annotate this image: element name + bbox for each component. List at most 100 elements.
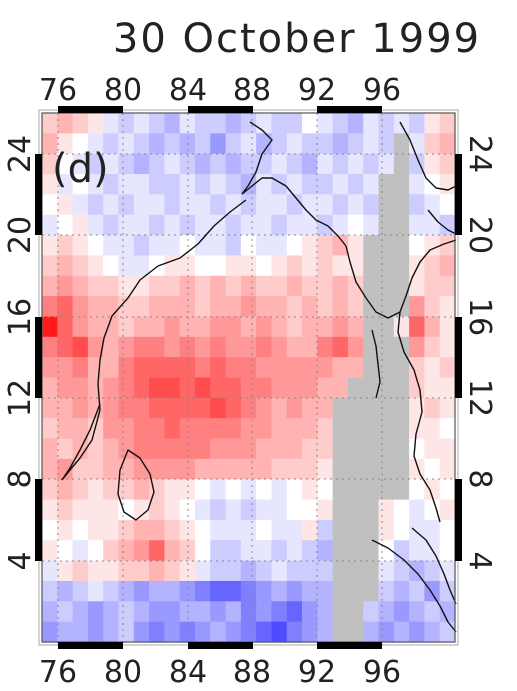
anomaly-cell bbox=[409, 174, 426, 195]
anomaly-cell bbox=[240, 499, 257, 521]
anomaly-cell bbox=[317, 458, 334, 480]
anomaly-cell bbox=[317, 621, 334, 643]
anomaly-cell bbox=[194, 357, 211, 379]
anomaly-cell bbox=[210, 540, 227, 562]
anomaly-cell bbox=[72, 418, 89, 440]
left-bar-segment-1 bbox=[35, 154, 42, 235]
anomaly-cell bbox=[302, 601, 318, 623]
anomaly-cell bbox=[347, 479, 364, 501]
anomaly-cell bbox=[347, 357, 364, 379]
anomaly-cell bbox=[179, 519, 196, 541]
anomaly-cell bbox=[393, 479, 410, 501]
anomaly-cell bbox=[210, 357, 227, 379]
anomaly-cell bbox=[271, 214, 288, 236]
anomaly-cell bbox=[210, 235, 227, 257]
anomaly-cell bbox=[317, 296, 334, 318]
anomaly-cell bbox=[210, 377, 227, 399]
anomaly-cell bbox=[210, 479, 227, 501]
anomaly-cell bbox=[439, 174, 456, 195]
anomaly-cell bbox=[72, 194, 89, 216]
anomaly-cell bbox=[439, 499, 456, 521]
anomaly-cell bbox=[256, 580, 273, 602]
anomaly-cell bbox=[256, 275, 273, 297]
anomaly-cell bbox=[72, 296, 89, 318]
anomaly-cell bbox=[164, 296, 181, 318]
anomaly-cell bbox=[378, 316, 395, 338]
anomaly-cell bbox=[317, 397, 334, 419]
anomaly-cell bbox=[347, 194, 364, 216]
anomaly-cell bbox=[286, 235, 303, 257]
anomaly-cell bbox=[256, 560, 273, 582]
anomaly-cell bbox=[149, 540, 165, 562]
map-title: 30 October 1999 bbox=[113, 16, 481, 62]
anomaly-cell bbox=[332, 499, 349, 521]
lon-label-top-96: 96 bbox=[363, 73, 401, 108]
anomaly-cell bbox=[164, 519, 181, 541]
anomaly-cell bbox=[42, 540, 58, 562]
anomaly-cell bbox=[393, 255, 410, 277]
anomaly-cell bbox=[302, 580, 318, 602]
anomaly-cell bbox=[363, 601, 380, 623]
anomaly-cell bbox=[286, 174, 303, 195]
anomaly-cell bbox=[210, 214, 227, 236]
anomaly-cell bbox=[194, 214, 211, 236]
anomaly-cell bbox=[225, 580, 242, 602]
anomaly-cell bbox=[72, 499, 89, 521]
anomaly-cell bbox=[378, 479, 395, 501]
anomaly-cell bbox=[72, 560, 89, 582]
anomaly-cell bbox=[72, 316, 89, 338]
anomaly-cell bbox=[164, 336, 181, 358]
coastline-malay-peninsula bbox=[411, 527, 457, 605]
anomaly-cell bbox=[42, 174, 58, 195]
anomaly-cell bbox=[72, 275, 89, 297]
anomaly-cell bbox=[286, 296, 303, 318]
anomaly-cell bbox=[378, 153, 395, 175]
anomaly-cell bbox=[118, 153, 135, 175]
anomaly-cell bbox=[118, 255, 135, 277]
anomaly-cell bbox=[271, 438, 288, 460]
anomaly-cell bbox=[286, 580, 303, 602]
anomaly-cell bbox=[378, 601, 395, 623]
anomaly-cell bbox=[317, 377, 334, 399]
anomaly-cell bbox=[57, 316, 74, 338]
anomaly-cell bbox=[133, 621, 150, 643]
anomaly-cell bbox=[256, 133, 273, 155]
anomaly-cell bbox=[424, 194, 441, 216]
anomaly-cell bbox=[409, 580, 426, 602]
anomaly-cell bbox=[210, 316, 227, 338]
anomaly-cell bbox=[409, 397, 426, 419]
anomaly-cell bbox=[332, 580, 349, 602]
anomaly-cell bbox=[42, 214, 58, 236]
anomaly-cell bbox=[118, 275, 135, 297]
anomaly-cell bbox=[347, 174, 364, 195]
anomaly-cell bbox=[271, 153, 288, 175]
anomaly-cell bbox=[194, 336, 211, 358]
anomaly-cell bbox=[409, 377, 426, 399]
anomaly-cell bbox=[194, 296, 211, 318]
anomaly-cell bbox=[302, 174, 318, 195]
anomaly-cell bbox=[286, 560, 303, 582]
bottom-bar-segment-2 bbox=[188, 642, 253, 649]
anomaly-cell bbox=[256, 438, 273, 460]
anomaly-cell bbox=[363, 235, 380, 257]
anomaly-cell bbox=[87, 357, 104, 379]
anomaly-cell bbox=[210, 174, 227, 195]
anomaly-cell bbox=[42, 153, 58, 175]
anomaly-cell bbox=[271, 194, 288, 216]
anomaly-cell bbox=[363, 255, 380, 277]
anomaly-cell bbox=[286, 397, 303, 419]
anomaly-cell bbox=[347, 113, 364, 134]
anomaly-cell bbox=[72, 174, 89, 195]
anomaly-cell bbox=[194, 438, 211, 460]
anomaly-cell bbox=[439, 275, 456, 297]
anomaly-cell bbox=[103, 519, 120, 541]
anomaly-cell bbox=[103, 235, 120, 257]
bottom-bar-segment-3 bbox=[317, 642, 382, 649]
lon-label-top-76: 76 bbox=[39, 73, 77, 108]
anomaly-cell bbox=[194, 560, 211, 582]
anomaly-cell bbox=[57, 194, 74, 216]
anomaly-cell bbox=[439, 479, 456, 501]
anomaly-cell bbox=[286, 519, 303, 541]
anomaly-cell bbox=[347, 560, 364, 582]
